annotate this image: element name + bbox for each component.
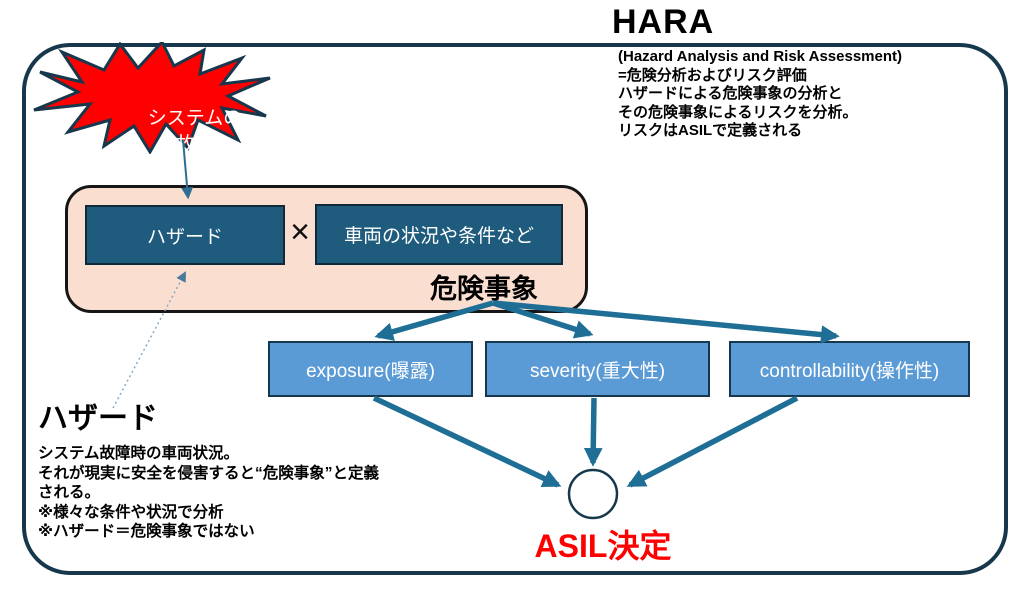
factor-exposure-box: exposure(曝露) bbox=[268, 341, 473, 397]
system-failure-starburst: システムの 故障 bbox=[32, 39, 272, 155]
diagram-outer-frame bbox=[22, 43, 1008, 575]
hara-title: HARA bbox=[612, 3, 715, 41]
hara-description-line: (Hazard Analysis and Risk Assessment) bbox=[618, 48, 902, 65]
hazard-note-body: システム故障時の車両状況。 それが現実に安全を侵害すると“危険事象”と定義 され… bbox=[38, 444, 418, 542]
dangerous-event-caption: 危険事象 bbox=[430, 274, 538, 304]
hara-description-line: ハザードによる危険事象の分析と bbox=[618, 85, 843, 102]
hazard-note-line: される。 bbox=[38, 484, 101, 501]
hara-description-line: =危険分析およびリスク評価 bbox=[618, 66, 807, 84]
hazard-note-line: ※様々な条件や状況で分析 bbox=[38, 503, 224, 521]
hara-description: (Hazard Analysis and Risk Assessment) =危… bbox=[618, 48, 902, 141]
hazard-box: ハザード bbox=[85, 205, 285, 265]
starburst-shape-icon bbox=[33, 39, 271, 155]
hara-description-line: その危険事象によるリスクを分析。 bbox=[618, 103, 858, 121]
hazard-note-title: ハザード bbox=[38, 402, 158, 435]
hazard-note-line: ※ハザード＝危険事象ではない bbox=[38, 523, 255, 540]
hazard-note-line: システム故障時の車両状況。 bbox=[38, 445, 240, 462]
asil-decision-label: ASIL決定 bbox=[534, 528, 672, 564]
hara-description-line: リスクはASILで定義される bbox=[618, 122, 803, 139]
factor-controllability-box: controllability(操作性) bbox=[729, 341, 970, 397]
hazard-note-line: それが現実に安全を侵害すると“危険事象”と定義 bbox=[38, 464, 380, 482]
factor-severity-box: severity(重大性) bbox=[485, 341, 710, 397]
system-failure-label: システムの 故障 bbox=[147, 108, 243, 155]
vehicle-conditions-box: 車両の状況や条件など bbox=[315, 204, 563, 265]
multiply-sign: × bbox=[290, 213, 310, 251]
